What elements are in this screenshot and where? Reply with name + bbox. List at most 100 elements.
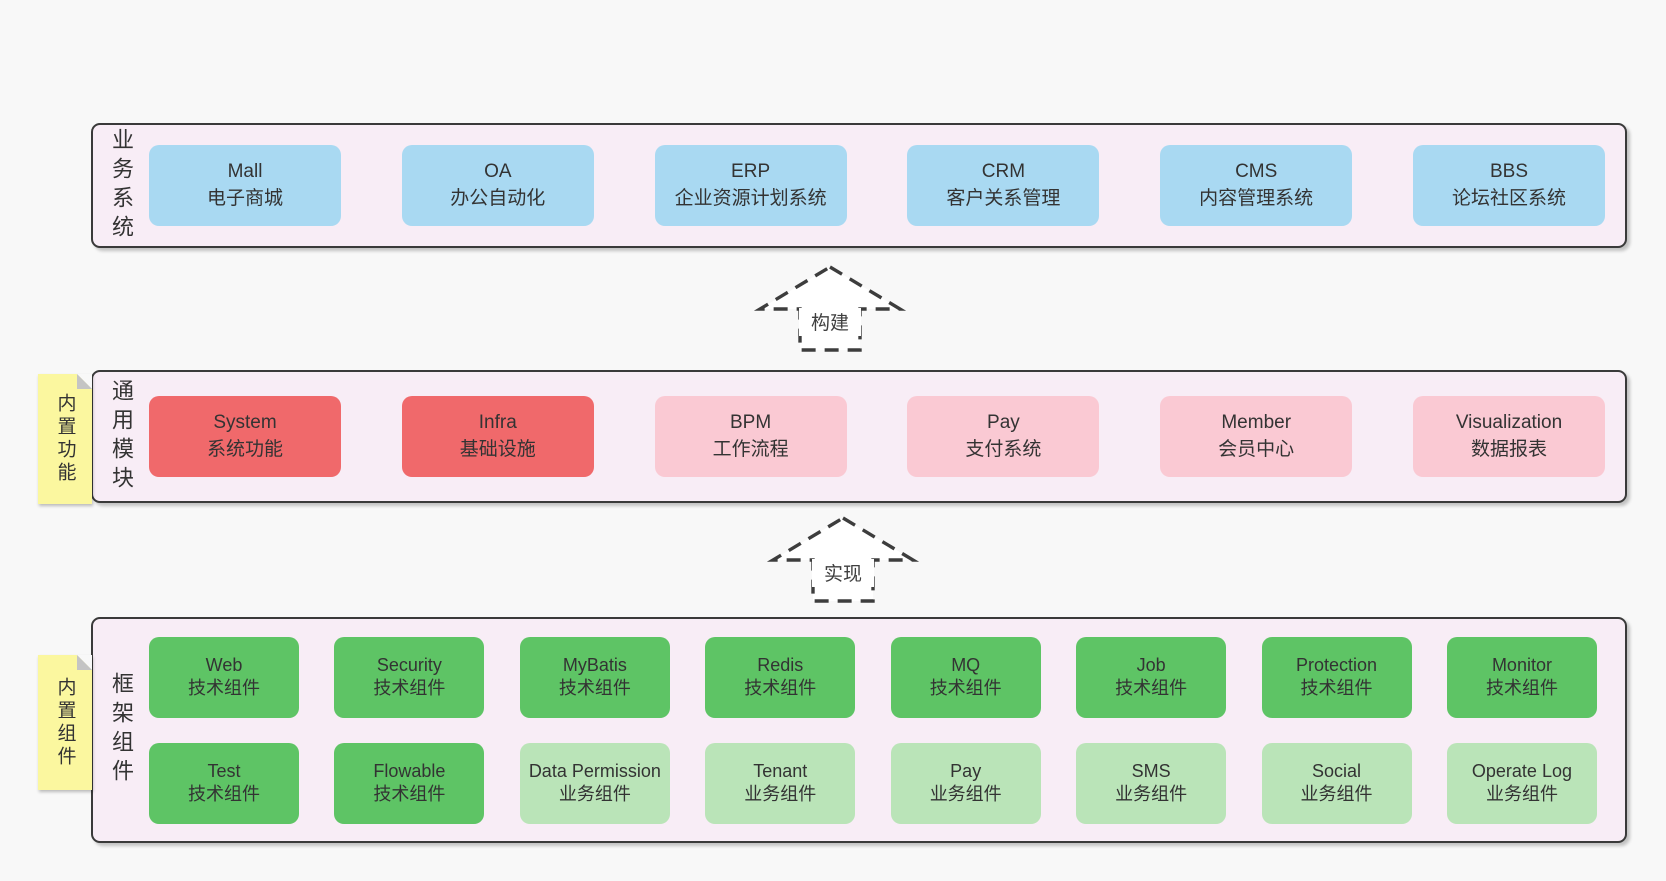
- band-framework-components: 框架组件 Web 技术组件 Security 技术组件 MyBatis 技术组件: [91, 617, 1627, 843]
- band-components-label: 框架组件: [93, 672, 149, 788]
- box-title: Operate Log: [1471, 760, 1572, 781]
- box-subtitle: 技术组件: [188, 784, 260, 804]
- component-box: Flowable 技术组件: [334, 742, 485, 824]
- box-subtitle: 业务组件: [1300, 784, 1373, 804]
- business-system-box: Mall 电子商城: [149, 145, 341, 226]
- module-box: Infra 基础设施: [401, 396, 594, 477]
- box-title: MQ: [951, 654, 981, 675]
- component-box: Web 技术组件: [149, 636, 299, 718]
- module-box: System 系统功能: [149, 396, 341, 477]
- module-boxes-row: System 系统功能 Infra 基础设施 BPM 工作流程 Pay 支付系统…: [149, 396, 1625, 477]
- box-title: Member: [1221, 411, 1292, 433]
- band-business-systems: 业务系统 Mall 电子商城 OA 办公自动化 ERP 企业资源计划系统 CRM…: [91, 123, 1627, 248]
- box-title: MyBatis: [562, 654, 627, 675]
- build-arrow-label: 构建: [811, 312, 849, 334]
- box-title: Visualization: [1455, 411, 1563, 433]
- box-title: Data Permission: [528, 760, 661, 781]
- module-box: Visualization 数据报表: [1412, 396, 1605, 477]
- box-subtitle: 技术组件: [1485, 678, 1558, 698]
- box-subtitle: 数据报表: [1470, 438, 1547, 460]
- box-title: Protection: [1296, 654, 1378, 675]
- box-title: Pay: [987, 411, 1020, 433]
- implement-arrow: 实现: [766, 513, 920, 605]
- box-title: Test: [207, 760, 241, 781]
- business-system-box: CMS 内容管理系统: [1160, 145, 1353, 226]
- box-subtitle: 客户关系管理: [946, 187, 1061, 209]
- box-subtitle: 技术组件: [1300, 678, 1373, 698]
- box-subtitle: 技术组件: [373, 784, 446, 804]
- band-modules-label: 通用模块: [93, 379, 149, 495]
- box-title: BPM: [730, 411, 772, 433]
- box-subtitle: 企业资源计划系统: [674, 187, 827, 209]
- sticky-note-built-in-components: 内置组件: [38, 655, 92, 790]
- box-subtitle: 基础设施: [459, 438, 536, 460]
- component-box: Operate Log 业务组件: [1446, 742, 1597, 824]
- box-subtitle: 电子商城: [206, 187, 283, 209]
- box-subtitle: 业务组件: [744, 784, 817, 804]
- component-rows: Web 技术组件 Security 技术组件 MyBatis 技术组件 Redi…: [149, 636, 1625, 824]
- component-box: MQ 技术组件: [890, 636, 1041, 718]
- box-subtitle: 工作流程: [712, 438, 789, 460]
- business-system-box: CRM 客户关系管理: [907, 145, 1100, 226]
- band-modules-label-text: 通用模块: [109, 378, 134, 495]
- box-subtitle: 技术组件: [1115, 678, 1188, 698]
- box-subtitle: 技术组件: [373, 678, 446, 698]
- box-title: SMS: [1131, 760, 1171, 781]
- band-business-label-text: 业务系统: [109, 127, 134, 244]
- box-title: CMS: [1235, 160, 1278, 182]
- box-title: System: [213, 411, 277, 433]
- box-title: Social: [1312, 760, 1362, 781]
- box-title: Monitor: [1491, 654, 1552, 675]
- box-subtitle: 内容管理系统: [1199, 187, 1314, 209]
- business-system-box: BBS 论坛社区系统: [1412, 145, 1605, 226]
- component-box: Test 技术组件: [149, 742, 299, 824]
- component-box: Tenant 业务组件: [705, 742, 856, 824]
- box-subtitle: 业务组件: [1485, 784, 1558, 804]
- box-subtitle: 论坛社区系统: [1451, 187, 1566, 209]
- module-box: BPM 工作流程: [654, 396, 847, 477]
- box-subtitle: 办公自动化: [450, 187, 546, 209]
- build-arrow: 构建: [753, 262, 907, 354]
- component-box: Data Permission 业务组件: [519, 742, 670, 824]
- box-title: Mall: [227, 160, 263, 182]
- component-box: Security 技术组件: [334, 636, 485, 718]
- box-title: Security: [376, 654, 442, 675]
- module-box: Member 会员中心: [1160, 396, 1353, 477]
- business-system-box: ERP 企业资源计划系统: [654, 145, 847, 226]
- box-title: OA: [484, 160, 512, 182]
- band-common-modules: 通用模块 System 系统功能 Infra 基础设施 BPM 工作流程 Pay…: [91, 370, 1627, 503]
- component-box: Redis 技术组件: [705, 636, 856, 718]
- component-box: SMS 业务组件: [1076, 742, 1227, 824]
- box-subtitle: 技术组件: [558, 678, 631, 698]
- band-components-label-text: 框架组件: [109, 672, 134, 788]
- box-subtitle: 业务组件: [929, 784, 1002, 804]
- box-subtitle: 技术组件: [929, 678, 1002, 698]
- sticky-built-in-functions-text: 内置功能: [54, 393, 76, 485]
- box-title: ERP: [731, 160, 771, 182]
- box-subtitle: 支付系统: [965, 438, 1042, 460]
- business-system-box: OA 办公自动化: [401, 145, 594, 226]
- component-box: Pay 业务组件: [890, 742, 1041, 824]
- component-box: Protection 技术组件: [1261, 636, 1412, 718]
- implement-arrow-label: 实现: [824, 563, 862, 585]
- band-business-label: 业务系统: [93, 128, 149, 244]
- box-subtitle: 技术组件: [744, 678, 817, 698]
- sticky-built-in-components-text: 内置组件: [54, 676, 76, 769]
- component-box: MyBatis 技术组件: [519, 636, 670, 718]
- box-title: Redis: [757, 654, 804, 675]
- box-title: Tenant: [753, 760, 808, 781]
- box-title: BBS: [1489, 160, 1528, 182]
- component-box: Social 业务组件: [1261, 742, 1412, 824]
- component-box: Monitor 技术组件: [1446, 636, 1597, 718]
- sticky-note-built-in-functions: 内置功能: [38, 374, 92, 504]
- box-subtitle: 业务组件: [1115, 784, 1188, 804]
- box-subtitle: 系统功能: [206, 438, 283, 460]
- box-subtitle: 业务组件: [558, 784, 631, 804]
- component-box: Job 技术组件: [1076, 636, 1227, 718]
- box-subtitle: 技术组件: [188, 678, 260, 698]
- box-title: Job: [1136, 654, 1166, 675]
- box-title: Flowable: [373, 760, 446, 781]
- box-title: CRM: [981, 160, 1026, 182]
- component-boxes-row-2: Test 技术组件 Flowable 技术组件 Data Permission …: [149, 742, 1597, 824]
- box-title: Pay: [950, 760, 982, 781]
